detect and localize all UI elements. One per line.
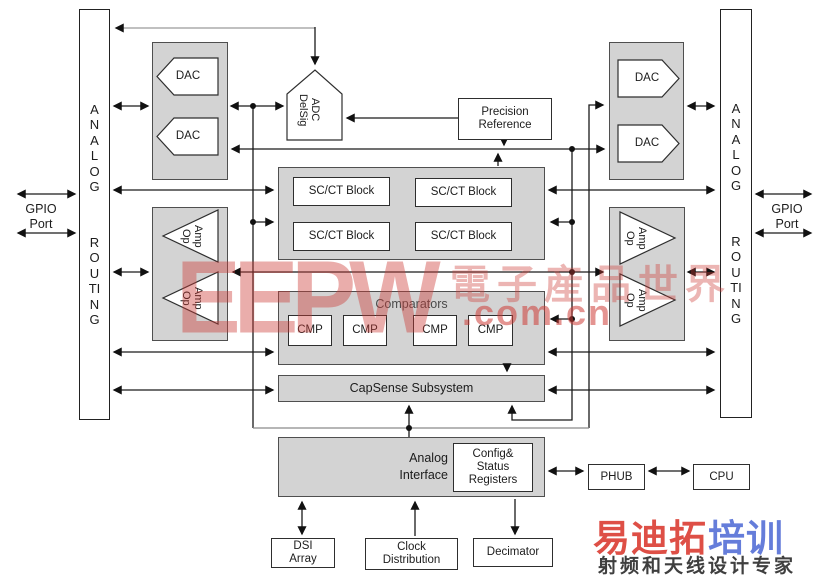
dac-label-right-bottom: DAC [634, 137, 660, 149]
scct-block-1 [293, 177, 390, 206]
scct-label-3: SC/CT Block [308, 230, 375, 242]
gpio-port-left-label: GPIO Port [25, 202, 57, 231]
cpu-box [693, 464, 750, 490]
opamp-label-right-bottom: Op Amp [624, 288, 648, 312]
dac-group-right [609, 42, 684, 180]
analog-routing-right-word1: ANALOG [730, 100, 742, 194]
watermark-corner-subtitle: 射频和天线设计专家 [598, 556, 797, 577]
watermark-corner-red: 易迪拓 [593, 518, 707, 559]
cmp-label-2: CMP [352, 324, 378, 336]
dac-group-left [152, 42, 228, 180]
cmp-label-3: CMP [422, 324, 448, 336]
precision-reference-label: Precision Reference [478, 106, 532, 131]
analog-routing-left: ANALOG ROUTING [79, 9, 110, 420]
analog-routing-left-word1: ANALOG [89, 101, 100, 195]
decimator-label: Decimator [486, 546, 540, 558]
opamp-label-left-bottom: Op Amp [180, 286, 204, 310]
delsig-adc-label: DelSig ADC [297, 93, 321, 127]
dsi-array-label: DSI Array [289, 540, 317, 565]
clock-distribution-box [365, 538, 458, 570]
opamp-label-right-top: Op Amp [624, 226, 648, 250]
comparators-title: Comparators [375, 296, 448, 311]
dac-label-left-top: DAC [175, 70, 201, 82]
decimator-box [473, 538, 553, 567]
scct-block-3 [293, 222, 390, 251]
scct-label-4: SC/CT Block [430, 230, 497, 242]
cmp-label-1: CMP [297, 324, 323, 336]
config-status-registers-label: Config& Status Registers [468, 448, 518, 486]
analog-routing-right: ANALOG ROUTING [720, 9, 752, 418]
cmp-block-3 [413, 315, 457, 346]
clock-distribution-label: Clock Distribution [382, 541, 441, 566]
cmp-block-2 [343, 315, 387, 346]
scct-label-1: SC/CT Block [308, 185, 375, 197]
cmp-block-1 [288, 315, 332, 346]
cpu-label: CPU [709, 470, 734, 483]
config-status-registers-box [453, 443, 533, 492]
precision-reference-box [458, 98, 552, 140]
watermark-corner-blue: 培训 [708, 518, 784, 559]
dac-label-left-bottom: DAC [175, 130, 201, 142]
capsense-bar [278, 375, 545, 402]
dsi-array-box [271, 538, 335, 568]
scct-block-2 [415, 178, 512, 207]
phub-label: PHUB [600, 470, 633, 483]
analog-interface-label: Analog Interface [399, 451, 448, 482]
gpio-port-right-label: GPIO Port [771, 202, 803, 231]
analog-routing-right-word2: ROUTING [730, 233, 742, 327]
capsense-label: CapSense Subsystem [349, 381, 474, 395]
analog-routing-left-word2: ROUTING [88, 234, 101, 328]
cmp-label-4: CMP [477, 324, 504, 336]
opamp-label-left-top: Op Amp [180, 224, 204, 248]
dac-label-right-top: DAC [634, 72, 660, 84]
scct-label-2: SC/CT Block [430, 186, 497, 198]
phub-box [588, 464, 645, 490]
